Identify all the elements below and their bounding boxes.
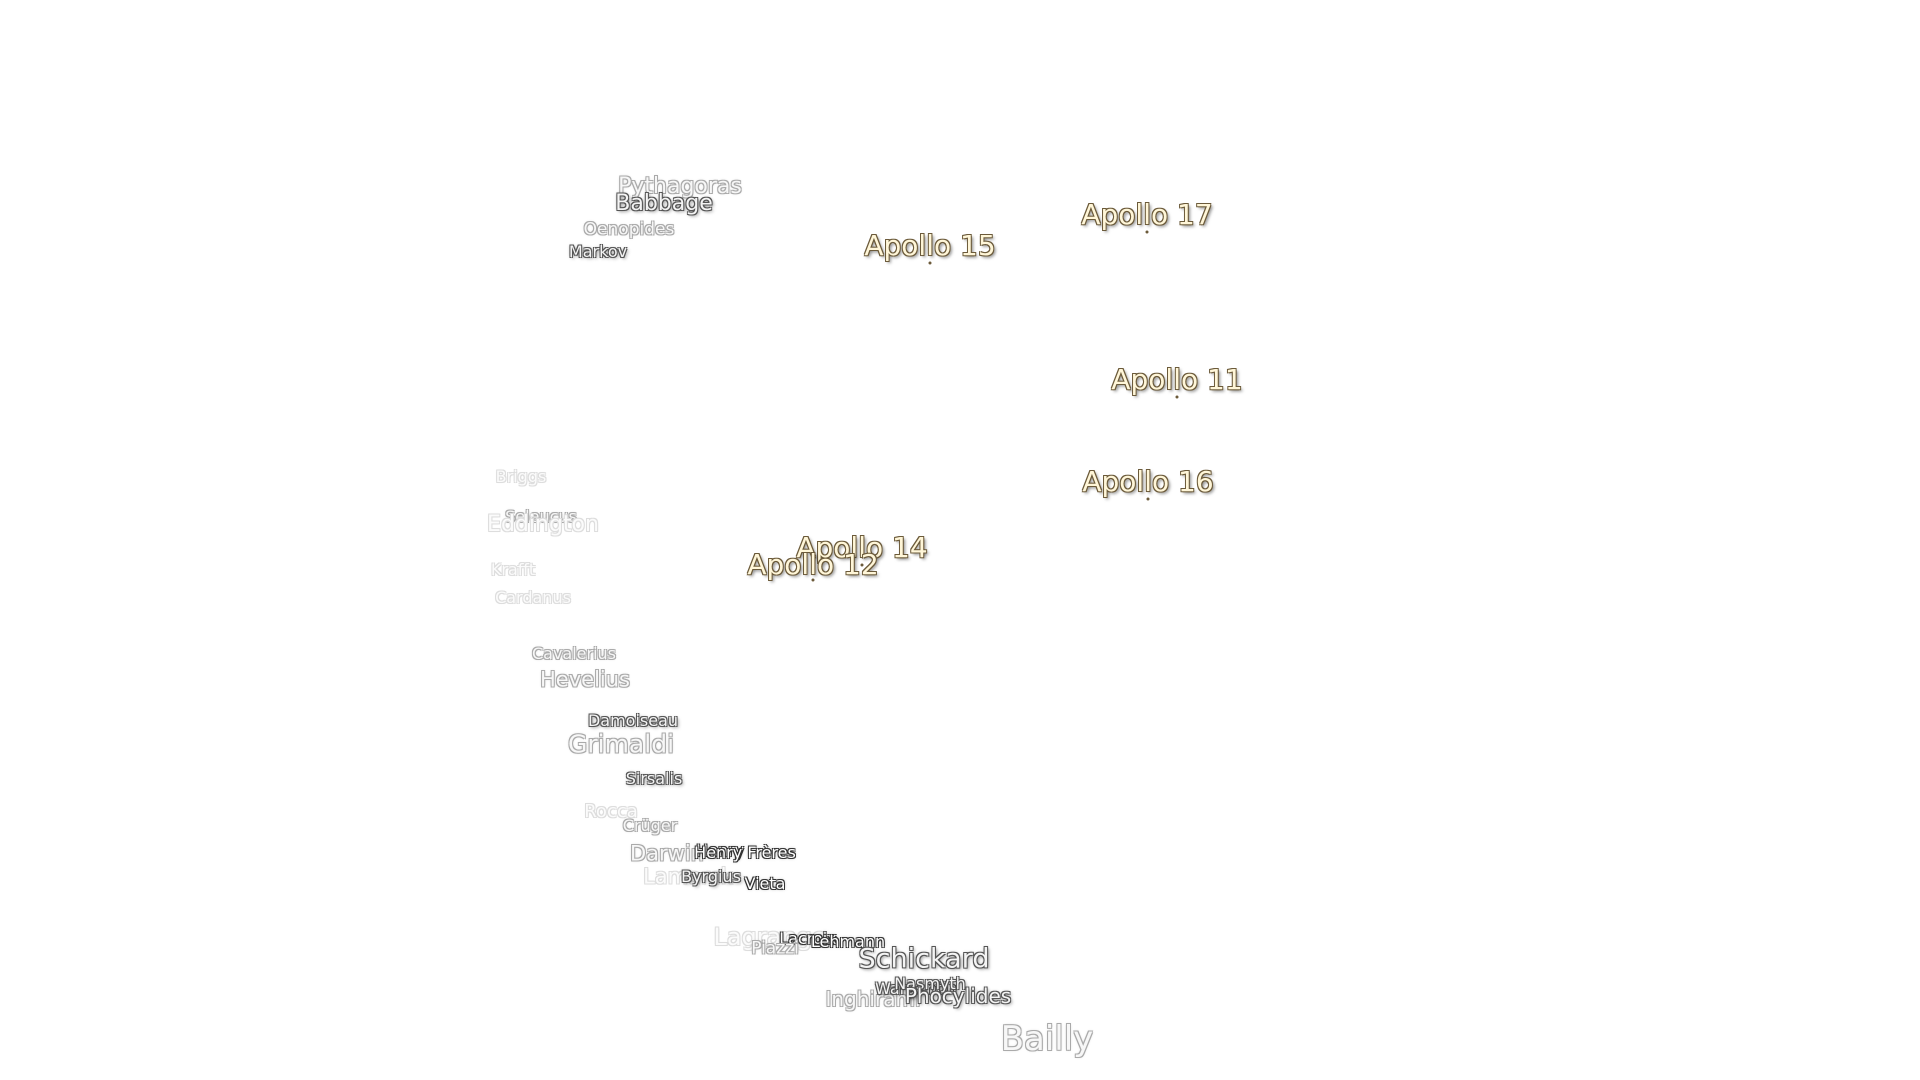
apollo-14-label[interactable]: Apollo 14 — [796, 531, 928, 564]
crater-label-lagrange[interactable]: Lagrange — [713, 923, 827, 951]
crater-label-inghirami[interactable]: Inghirami — [825, 987, 921, 1011]
apollo-16-site-marker — [1146, 497, 1150, 501]
apollo-11-site-marker — [1175, 395, 1179, 399]
crater-label-darwin[interactable]: Darwin — [630, 841, 704, 866]
apollo-15-site-marker — [928, 261, 932, 265]
crater-label-eddington[interactable]: Eddington — [487, 512, 599, 537]
crater-label-piazzi[interactable]: Piazzi — [751, 938, 799, 959]
crater-label-lamarck[interactable]: Lamarck — [643, 864, 733, 889]
crater-label-cruger[interactable]: Crüger — [622, 816, 678, 835]
crater-label-damoiseau[interactable]: Damoiseau — [587, 711, 679, 730]
crater-label-schickard[interactable]: Schickard — [858, 943, 990, 975]
crater-label-nasmyth[interactable]: Nasmyth — [894, 974, 966, 993]
crater-label-sirsalis[interactable]: Sirsalis — [625, 769, 683, 788]
crater-label-henry-freres[interactable]: Henry Frères — [694, 843, 796, 862]
crater-label-cavalerius[interactable]: Cavalerius — [531, 644, 617, 663]
crater-label-grimaldi[interactable]: Grimaldi — [567, 729, 675, 759]
crater-label-wargentin[interactable]: Wargentin — [875, 979, 957, 998]
apollo-14-site-marker — [860, 563, 864, 567]
crater-label-seleucus[interactable]: Seleucus — [505, 507, 577, 526]
crater-label-phocylides[interactable]: Phocylides — [904, 984, 1012, 1008]
crater-label-vieta[interactable]: Vieta — [744, 874, 786, 893]
crater-label-markov[interactable]: Markov — [568, 242, 628, 261]
apollo-15-label[interactable]: Apollo 15 — [864, 229, 996, 262]
apollo-17-site-marker — [1145, 230, 1149, 234]
crater-label-babbage[interactable]: Babbage — [615, 191, 713, 216]
crater-label-hevelius[interactable]: Hevelius — [540, 667, 630, 692]
crater-label-bailly[interactable]: Bailly — [1000, 1019, 1094, 1059]
apollo-16-label[interactable]: Apollo 16 — [1082, 465, 1214, 498]
crater-label-oenopides[interactable]: Oenopides — [583, 219, 675, 240]
crater-label-cardanus[interactable]: Cardanus — [495, 588, 571, 607]
apollo-12-site-marker — [811, 578, 815, 582]
crater-label-byrgius[interactable]: Byrgius — [681, 867, 741, 886]
apollo-11-label[interactable]: Apollo 11 — [1111, 363, 1243, 396]
crater-label-krafft[interactable]: Krafft — [490, 560, 536, 579]
crater-label-lehmann[interactable]: Lehmann — [810, 932, 886, 951]
apollo-12-label[interactable]: Apollo 12 — [747, 548, 879, 581]
crater-label-briggs[interactable]: Briggs — [495, 467, 547, 486]
apollo-17-label[interactable]: Apollo 17 — [1081, 198, 1213, 231]
crater-label-pythagoras[interactable]: Pythagoras — [618, 174, 742, 199]
crater-label-lacroix[interactable]: Lacroix — [779, 929, 837, 948]
crater-label-henry[interactable]: Henry — [695, 841, 745, 860]
crater-label-rocca[interactable]: Rocca — [584, 801, 638, 822]
